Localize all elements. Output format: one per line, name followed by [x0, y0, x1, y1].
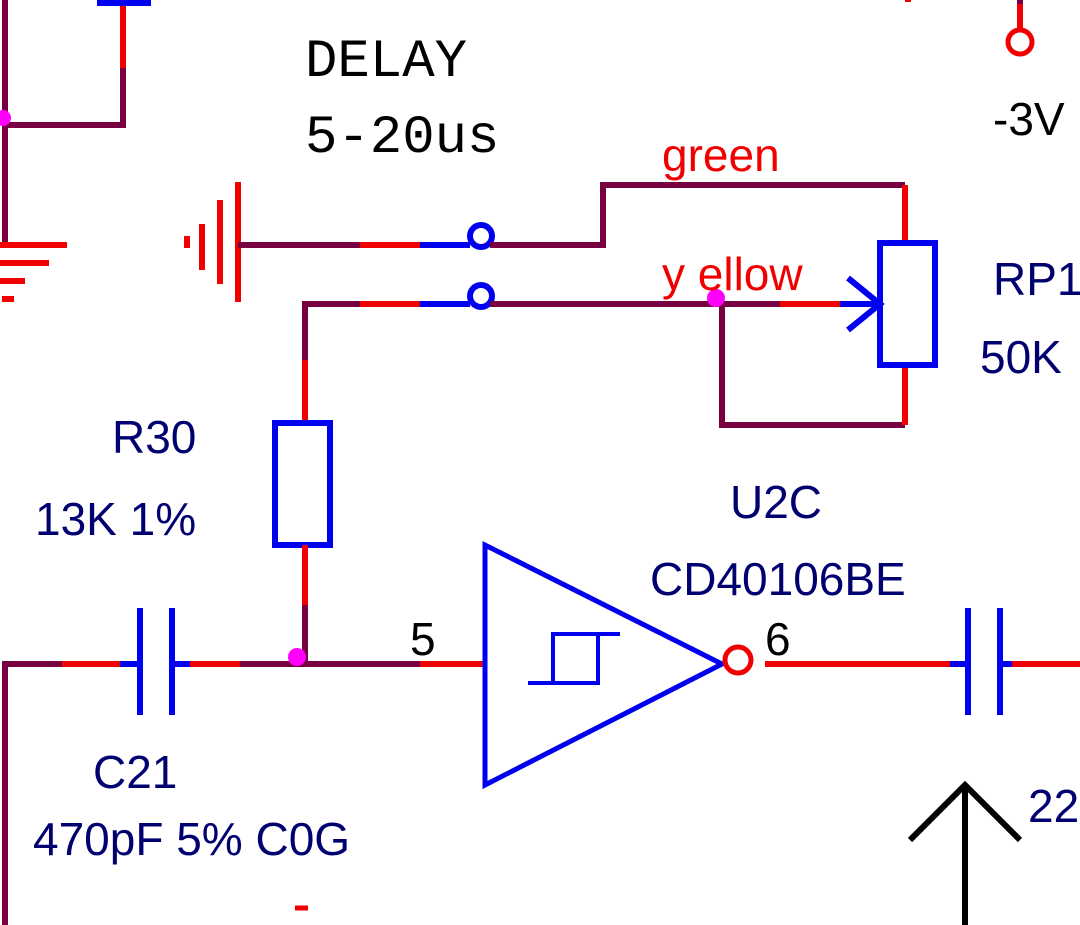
yellow-wire-label: y ellow [662, 248, 803, 300]
connector-terminal-icon [467, 222, 495, 250]
pin-out-label: 6 [765, 613, 791, 665]
connector-terminal-icon [467, 282, 495, 310]
resistor-value: 13K 1% [35, 493, 196, 545]
capacitor-value: 470pF 5% C0G [33, 813, 350, 865]
junction-dot [288, 648, 306, 666]
potentiometer-symbol [877, 240, 938, 368]
hysteresis-icon [528, 634, 600, 685]
inversion-bubble [722, 644, 754, 676]
inverter-part: CD40106BE [650, 553, 906, 605]
resistor-ref: R30 [112, 411, 196, 463]
delay-range-label: 5-20us [305, 108, 499, 169]
schmitt-inverter-symbol [482, 540, 754, 790]
ground-icon [184, 182, 241, 302]
output-net [765, 608, 1080, 715]
pin-in-label: 5 [410, 613, 436, 665]
junction-dot [707, 289, 725, 307]
power-terminal-icon [905, 0, 1035, 57]
input-net [2, 608, 485, 925]
top-left-net [0, 0, 151, 245]
partial-label: 22 [1028, 780, 1079, 832]
junction-dot [0, 110, 11, 126]
capacitor-ref: C21 [93, 746, 177, 798]
power-label: -3V [993, 93, 1065, 145]
delay-label: DELAY [305, 32, 467, 93]
green-wire [238, 182, 908, 250]
arrow-up-icon [907, 780, 1023, 925]
inverter-ref: U2C [730, 476, 822, 528]
potentiometer-ref: RP1 [993, 253, 1080, 305]
green-wire-label: green [662, 129, 780, 181]
yellow-wire [302, 275, 908, 428]
resistor-r30 [272, 360, 333, 664]
potentiometer-value: 50K [980, 331, 1062, 383]
ground-icon [0, 242, 67, 302]
